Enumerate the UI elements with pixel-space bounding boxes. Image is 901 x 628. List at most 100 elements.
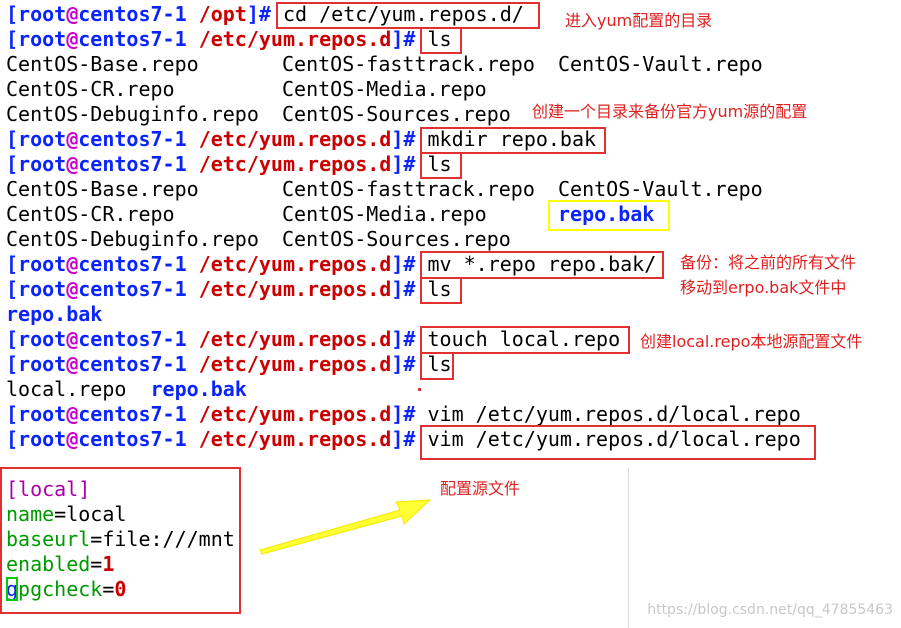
prompt-at: @: [66, 352, 79, 376]
prompt-line: [root@centos7-1 /etc/yum.repos.d]# touch…: [6, 327, 901, 352]
divider: [628, 468, 629, 628]
prompt-host: centos7-1: [78, 252, 187, 276]
prompt-close-bracket: ]: [391, 252, 404, 276]
config-key: baseurl: [6, 527, 91, 551]
prompt-host: centos7-1: [78, 277, 187, 301]
ls-item: CentOS-Base.repo: [6, 177, 199, 201]
stray-mark: [418, 388, 421, 391]
prompt-space: [187, 427, 199, 451]
note-create-backup-dir: 创建一个目录来备份官方yum源的配置: [532, 102, 808, 121]
config-eq: =: [90, 527, 103, 551]
config-value: 0: [114, 577, 127, 601]
prompt-user: root: [18, 427, 67, 451]
prompt-at: @: [66, 2, 79, 26]
prompt-path: /etc/yum.repos.d: [198, 402, 392, 426]
ls-item: CentOS-Vault.repo: [558, 177, 763, 201]
prompt-close-bracket: ]: [391, 277, 404, 301]
command-text: mkdir repo.bak: [427, 127, 597, 151]
prompt-line: [root@centos7-1 /etc/yum.repos.d]# vim /…: [6, 402, 901, 427]
prompt-path: /etc/yum.repos.d: [198, 427, 392, 451]
ls-item: CentOS-Debuginfo.repo: [6, 102, 259, 126]
prompt-line: [root@centos7-1 /etc/yum.repos.d]# ls: [6, 352, 901, 377]
command-text: ls: [427, 27, 452, 51]
config-eq: =: [102, 577, 115, 601]
prompt-user: root: [18, 252, 67, 276]
prompt-at: @: [66, 152, 79, 176]
prompt-at: @: [66, 277, 79, 301]
prompt-user: root: [18, 2, 67, 26]
prompt-space: [187, 2, 199, 26]
prompt-line: [root@centos7-1 /opt]# cd /etc/yum.repos…: [6, 2, 901, 27]
cmd-box-vim: [420, 425, 816, 460]
config-entry: name=local: [6, 502, 901, 527]
config-key: name: [6, 502, 55, 526]
prompt-hash: #: [403, 327, 416, 351]
ls-item: CentOS-Sources.repo: [282, 227, 511, 251]
prompt-space: [415, 402, 427, 426]
prompt-space: [187, 327, 199, 351]
prompt-hash: #: [403, 277, 416, 301]
prompt-hash: #: [258, 2, 271, 26]
prompt-line: [root@centos7-1 /etc/yum.repos.d]# ls: [6, 152, 901, 177]
config-eq: =: [54, 502, 67, 526]
prompt-close-bracket: ]: [391, 27, 404, 51]
prompt-user: root: [18, 152, 67, 176]
ls-output-row: CentOS-Debuginfo.repo CentOS-Sources.repo: [6, 227, 901, 252]
cmd-box-touch: [420, 326, 630, 354]
ls-item: local.repo: [6, 377, 127, 401]
note-create-local-repo: 创建local.repo本地源配置文件: [640, 332, 863, 351]
terminal-output: [root@centos7-1 /opt]# cd /etc/yum.repos…: [6, 2, 901, 602]
highlight-repo-bak: [548, 200, 670, 231]
config-key: enabled: [6, 552, 91, 576]
prompt-open-bracket: [: [6, 127, 19, 151]
prompt-path: /etc/yum.repos.d: [198, 252, 392, 276]
prompt-path: /etc/yum.repos.d: [198, 27, 392, 51]
prompt-hash: #: [403, 27, 416, 51]
ls-item: CentOS-CR.repo: [6, 202, 175, 226]
prompt-hash: #: [403, 402, 416, 426]
cmd-box-ls-4: [420, 352, 454, 380]
prompt-hash: #: [403, 127, 416, 151]
prompt-line: [root@centos7-1 /etc/yum.repos.d]# mv *.…: [6, 252, 901, 277]
prompt-open-bracket: [: [6, 152, 19, 176]
config-entry: baseurl=file:///mnt: [6, 527, 901, 552]
ls-item: CentOS-fasttrack.repo: [282, 52, 535, 76]
ls-item: CentOS-Media.repo: [282, 202, 487, 226]
command-text: ls: [427, 352, 452, 376]
command-text: cd /etc/yum.repos.d/: [283, 2, 524, 26]
prompt-line: [root@centos7-1 /etc/yum.repos.d]# ls: [6, 27, 901, 52]
ls-dir-item: repo.bak: [150, 377, 247, 401]
prompt-user: root: [18, 352, 67, 376]
prompt-open-bracket: [: [6, 352, 19, 376]
prompt-at: @: [66, 127, 79, 151]
cmd-box-ls-3: [420, 277, 462, 304]
ls-item: repo.bak: [558, 202, 655, 226]
config-section: [local]: [6, 477, 91, 501]
prompt-line: [root@centos7-1 /etc/yum.repos.d]# vim /…: [6, 427, 901, 452]
prompt-close-bracket: ]: [391, 127, 404, 151]
ls-item: CentOS-fasttrack.repo: [282, 177, 535, 201]
command-text: vim /etc/yum.repos.d/local.repo: [427, 402, 801, 426]
ls-item: CentOS-Debuginfo.repo: [6, 227, 259, 251]
prompt-host: centos7-1: [78, 2, 187, 26]
prompt-at: @: [66, 252, 79, 276]
prompt-space: [187, 27, 199, 51]
cmd-box-mv: [420, 251, 664, 279]
ls-item: CentOS-Vault.repo: [558, 52, 763, 76]
config-section-line: [local]: [6, 477, 901, 502]
prompt-space: [187, 402, 199, 426]
prompt-at: @: [66, 402, 79, 426]
prompt-host: centos7-1: [78, 27, 187, 51]
arrow-icon: [259, 499, 432, 555]
note-backup-line1: 备份：将之前的所有文件: [680, 253, 857, 272]
prompt-close-bracket: ]: [391, 427, 404, 451]
cmd-box-cd: [276, 2, 540, 29]
config-entry: enabled=1: [6, 552, 901, 577]
ls-item: CentOS-Media.repo: [282, 77, 487, 101]
prompt-line: [root@centos7-1 /etc/yum.repos.d]# mkdir…: [6, 127, 901, 152]
prompt-close-bracket: ]: [391, 402, 404, 426]
ls-item: CentOS-Base.repo: [6, 52, 199, 76]
prompt-path: /etc/yum.repos.d: [198, 152, 392, 176]
